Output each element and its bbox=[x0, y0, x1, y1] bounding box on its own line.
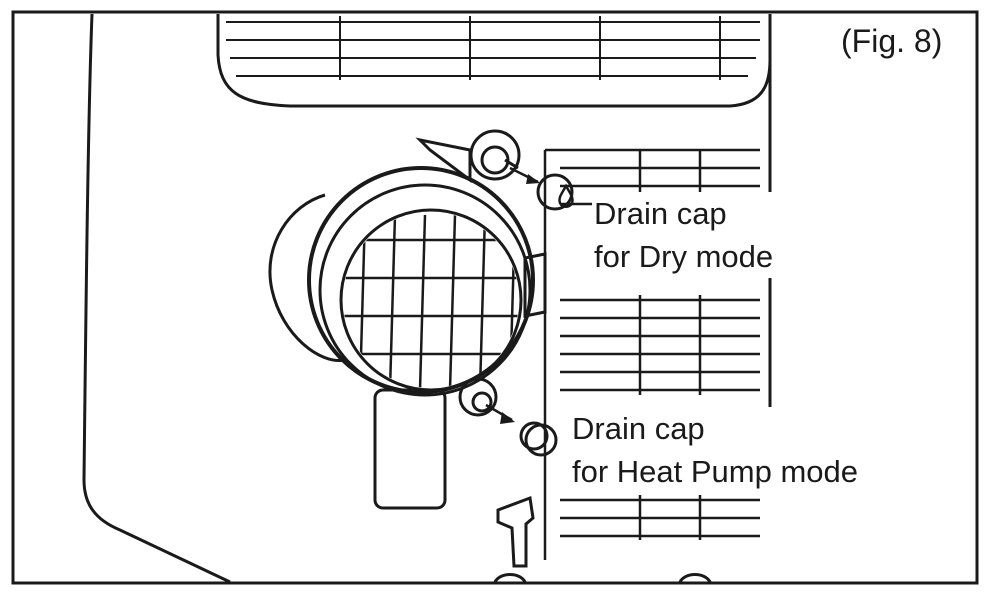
dry-callout-line2: for Dry mode bbox=[594, 239, 774, 274]
bottom-lever bbox=[496, 495, 535, 568]
heat-pump-arrowhead bbox=[500, 412, 515, 424]
side-latch bbox=[523, 252, 547, 318]
lower-plate bbox=[373, 388, 447, 510]
figure-frame bbox=[11, 10, 979, 585]
dry-drain-cap bbox=[536, 173, 574, 211]
unit-body bbox=[82, 13, 772, 584]
heat-pump-mode-callout: Drain cap for Heat Pump mode bbox=[570, 407, 863, 493]
heat-pump-callout-line2: for Heat Pump mode bbox=[572, 454, 859, 489]
water-drop-icon bbox=[558, 183, 574, 208]
exhaust-port bbox=[268, 166, 535, 397]
heat-pump-drain-outlet bbox=[458, 377, 498, 417]
top-vent bbox=[226, 16, 760, 80]
dry-arrowhead bbox=[526, 174, 540, 184]
heat-pump-callout-line1: Drain cap bbox=[572, 411, 705, 446]
figure-label: (Fig. 8) bbox=[841, 23, 943, 59]
heat-pump-drain-cap bbox=[519, 421, 558, 457]
dry-mode-callout: Drain cap for Dry mode bbox=[592, 192, 778, 278]
dry-drain-outlet bbox=[415, 129, 521, 183]
dry-callout-line1: Drain cap bbox=[594, 196, 727, 231]
side-grill bbox=[543, 148, 760, 560]
